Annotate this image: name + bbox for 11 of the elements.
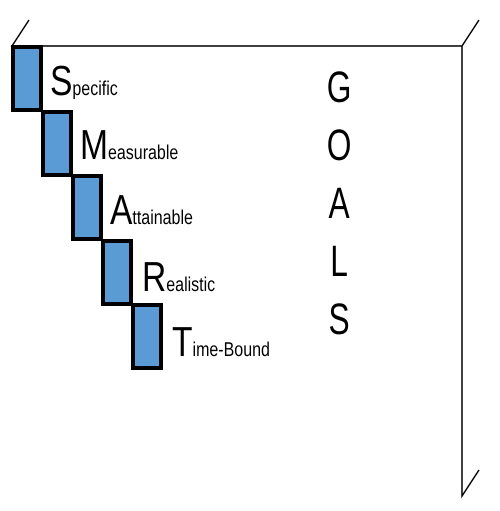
step-box xyxy=(11,45,43,112)
step-box xyxy=(41,110,73,177)
step-box xyxy=(71,174,103,241)
step-label: Specific xyxy=(50,60,118,102)
step-label: Measurable xyxy=(80,124,178,166)
step-label: Time-Bound xyxy=(172,321,270,363)
step-box xyxy=(101,239,133,306)
step-label: Realistic xyxy=(142,256,216,298)
step-label: Attainable xyxy=(110,189,193,231)
step-box xyxy=(131,303,163,370)
vertical-title: G O A L S xyxy=(326,62,352,346)
